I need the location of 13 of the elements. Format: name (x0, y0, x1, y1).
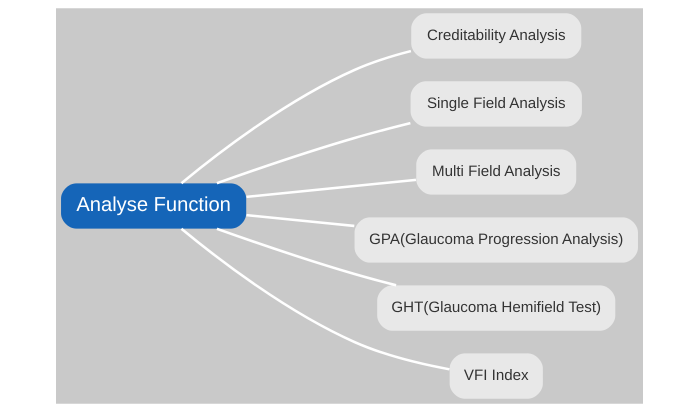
connector (216, 122, 410, 184)
connector (216, 228, 396, 286)
connector (246, 178, 416, 198)
node-box: Multi Field Analysis (416, 149, 576, 195)
node-box: Creditability Analysis (410, 13, 581, 59)
connector (180, 228, 450, 371)
node-box: Analyse Function (60, 183, 246, 229)
node-box: Single Field Analysis (410, 81, 582, 127)
connector (246, 214, 354, 228)
node-box: GHT(Glaucoma Hemifield Test) (376, 285, 615, 331)
node-box: VFI Index (449, 353, 542, 399)
connector (180, 50, 411, 184)
node-box: GPA(Glaucoma Progression Analysis) (354, 217, 638, 263)
